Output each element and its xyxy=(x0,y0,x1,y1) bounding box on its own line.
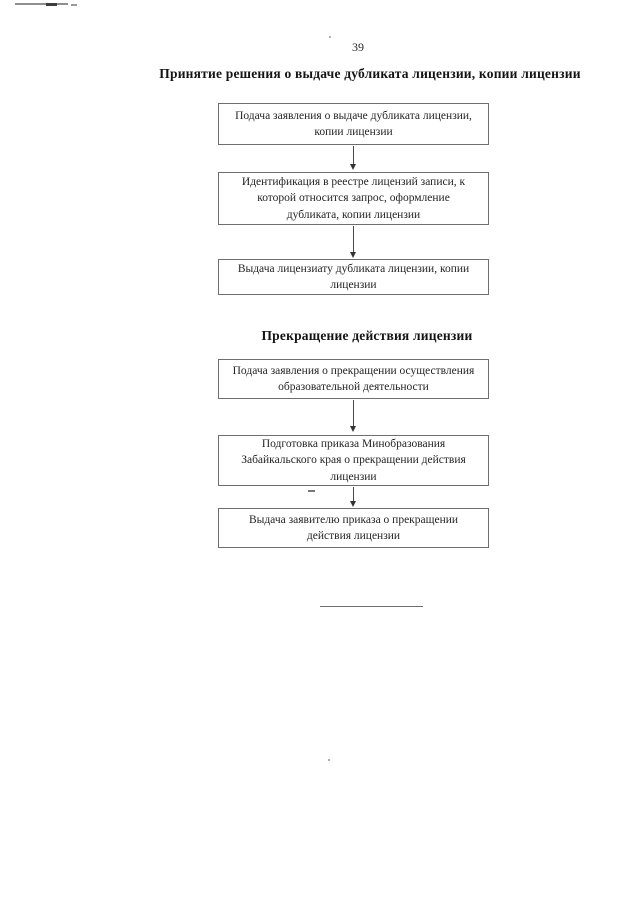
flow-step-box: Идентификация в реестре лицензий записи,… xyxy=(218,172,489,225)
arrow-shaft xyxy=(353,226,354,253)
flow-arrow-down xyxy=(350,226,357,258)
flow-step-line: образовательной деятельности xyxy=(278,381,429,393)
flow-arrow-down xyxy=(350,400,357,432)
arrow-head-down-icon xyxy=(350,426,356,432)
flow-step-box: Подача заявления о выдаче дубликата лице… xyxy=(218,103,489,145)
flow-step-box: Выдача лицензиату дубликата лицензии, ко… xyxy=(218,259,489,295)
arrow-shaft xyxy=(353,146,354,165)
section-title-duplicate-license: Принятие решения о выдаче дубликата лице… xyxy=(159,66,581,81)
flow-step-line: Идентификация в реестре лицензий записи,… xyxy=(241,175,466,188)
flow-step-line: Выдача заявителю приказа о прекращении xyxy=(248,513,459,526)
scan-artifact-line-short xyxy=(71,4,77,6)
flow-step-box: Подача заявления о прекращении осуществл… xyxy=(218,359,489,399)
arrow-shaft xyxy=(353,487,354,502)
scan-artifact-line xyxy=(15,3,68,5)
flow-step-line: Подача заявления о прекращении осуществл… xyxy=(232,364,475,377)
flow-step-line: копии лицензии xyxy=(314,126,393,138)
flow-step-line: которой относится запрос, оформление xyxy=(257,192,450,205)
flow-step-line: Забайкальского края о прекращении действ… xyxy=(241,454,466,467)
flow-step-box: Подготовка приказа Минобразования Забайк… xyxy=(218,435,489,486)
scan-artifact-dot xyxy=(329,36,331,38)
flow-step-box: Выдача заявителю приказа о прекращении д… xyxy=(218,508,489,548)
flow-arrow-down xyxy=(350,487,357,507)
flow-step-line: действия лицензии xyxy=(306,530,401,542)
flow-step-line: Выдача лицензиату дубликата лицензии, ко… xyxy=(237,262,470,275)
page-number: 39 xyxy=(352,40,364,54)
scan-artifact-line-dark xyxy=(46,3,57,6)
flow-step-line: Подача заявления о выдаче дубликата лице… xyxy=(235,109,472,122)
flow-step-line: дубликата, копии лицензии xyxy=(286,208,421,221)
scan-artifact-dot xyxy=(328,759,330,761)
section-title-license-termination: Прекращение действия лицензии xyxy=(261,328,473,343)
arrow-head-down-icon xyxy=(350,164,356,170)
flow-step-line: лицензии xyxy=(330,470,377,483)
arrow-head-down-icon xyxy=(350,252,356,258)
arrow-shaft xyxy=(353,400,354,427)
flow-step-line: Подготовка приказа Минобразования xyxy=(261,437,446,450)
flow-step-line: лицензии xyxy=(330,279,377,291)
arrow-head-down-icon xyxy=(350,501,356,507)
separator-line xyxy=(320,606,423,607)
scan-artifact-dash xyxy=(308,490,315,492)
flow-arrow-down xyxy=(350,146,357,170)
